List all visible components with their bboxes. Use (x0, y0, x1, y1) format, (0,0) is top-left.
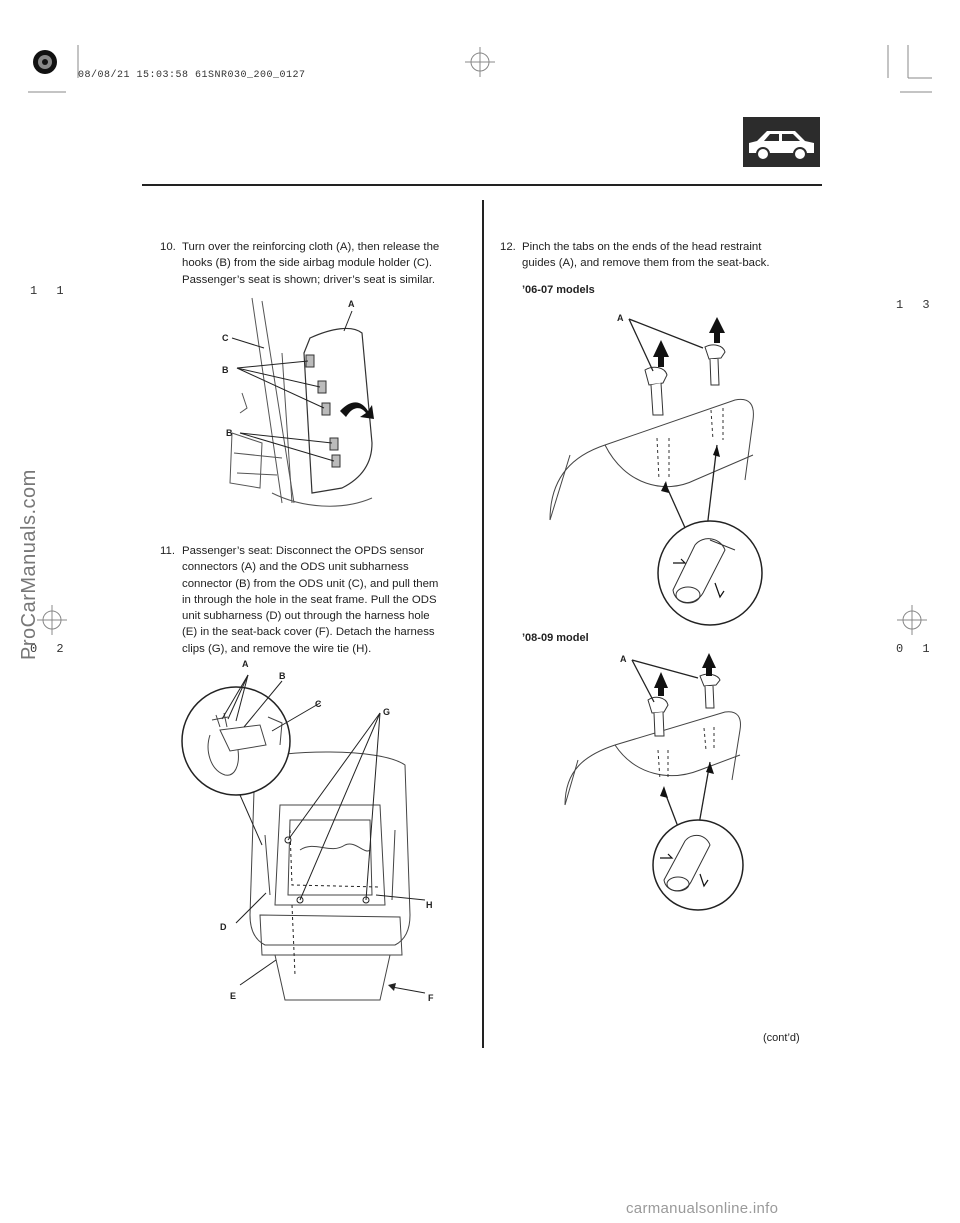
label-e: E (230, 991, 236, 1001)
step-text-line: connectors (A) and the ODS unit subharne… (182, 561, 409, 574)
label-d: D (220, 922, 227, 932)
label-b: B (222, 365, 229, 375)
print-stamp: 08/08/21 15:03:58 61SNR030_200_0127 (78, 70, 306, 81)
header-rule (142, 184, 822, 186)
footer-watermark[interactable]: carmanualsonline.info (626, 1200, 779, 1217)
step-11: 11. Passenger’s seat: Disconnect the OPD… (160, 543, 480, 657)
label-b: B (279, 671, 286, 681)
label-g: G (383, 707, 390, 717)
step-text-line: Turn over the reinforcing cloth (A), the… (182, 241, 440, 253)
label-a: A (242, 659, 249, 669)
step-text-line: clips (G), and remove the wire tie (H). (182, 642, 372, 655)
side-watermark: ProCarManuals.com (18, 469, 40, 660)
continued-note: (cont’d) (763, 1032, 800, 1044)
label-f: F (428, 993, 434, 1003)
step-text-line: hooks (B) from the side airbag module ho… (182, 257, 433, 270)
subheading-06-07-models: ’06-07 models (522, 284, 595, 296)
step-number: 11. (160, 545, 175, 557)
figure-head-restraint-guides-0607: A (549, 313, 763, 626)
step-12: 12. Pinch the tabs on the ends of the he… (500, 239, 820, 272)
step-text-line: unit subharness (D) out through the harn… (182, 610, 430, 623)
figure-side-airbag-holder: A C B B (222, 297, 374, 507)
step-text-line: Passenger’s seat: Disconnect the OPDS se… (182, 545, 425, 557)
label-c: C (315, 699, 322, 709)
margin-number-right-top: 1 3 (896, 298, 936, 312)
label-a: A (348, 299, 355, 309)
margin-number-left-top: 1 1 (30, 284, 70, 298)
label-b: B (226, 428, 233, 438)
step-number: 12. (500, 241, 516, 253)
figure-head-restraint-guides-0809: A (564, 653, 744, 911)
car-silhouette-icon (743, 117, 820, 167)
figure-seat-back-harness: A B C G H D E F (181, 659, 434, 1003)
column-divider (482, 200, 484, 1048)
step-text-line: Passenger’s seat is shown; driver’s seat… (182, 273, 436, 286)
step-10: 10. Turn over the reinforcing cloth (A),… (160, 239, 480, 288)
label-c: C (222, 333, 229, 343)
registration-target-icon (33, 50, 57, 74)
margin-number-left-bottom: 0 2 (30, 642, 70, 656)
step-text-line: guides (A), and remove them from the sea… (522, 257, 770, 270)
label-h: H (426, 900, 433, 910)
step-text-line: in through the hole in the seat frame. P… (182, 593, 437, 606)
step-number: 10. (160, 241, 176, 253)
label-a: A (617, 313, 624, 323)
step-text-line: (E) in the seat-back cover (F). Detach t… (182, 626, 435, 639)
step-text-line: Pinch the tabs on the ends of the head r… (522, 241, 762, 253)
margin-number-right-bottom: 0 1 (896, 642, 936, 656)
step-text-line: connector (B) from the ODS unit (C), and… (182, 577, 439, 590)
label-a: A (620, 654, 627, 664)
subheading-08-09-model: ’08-09 model (522, 632, 589, 644)
